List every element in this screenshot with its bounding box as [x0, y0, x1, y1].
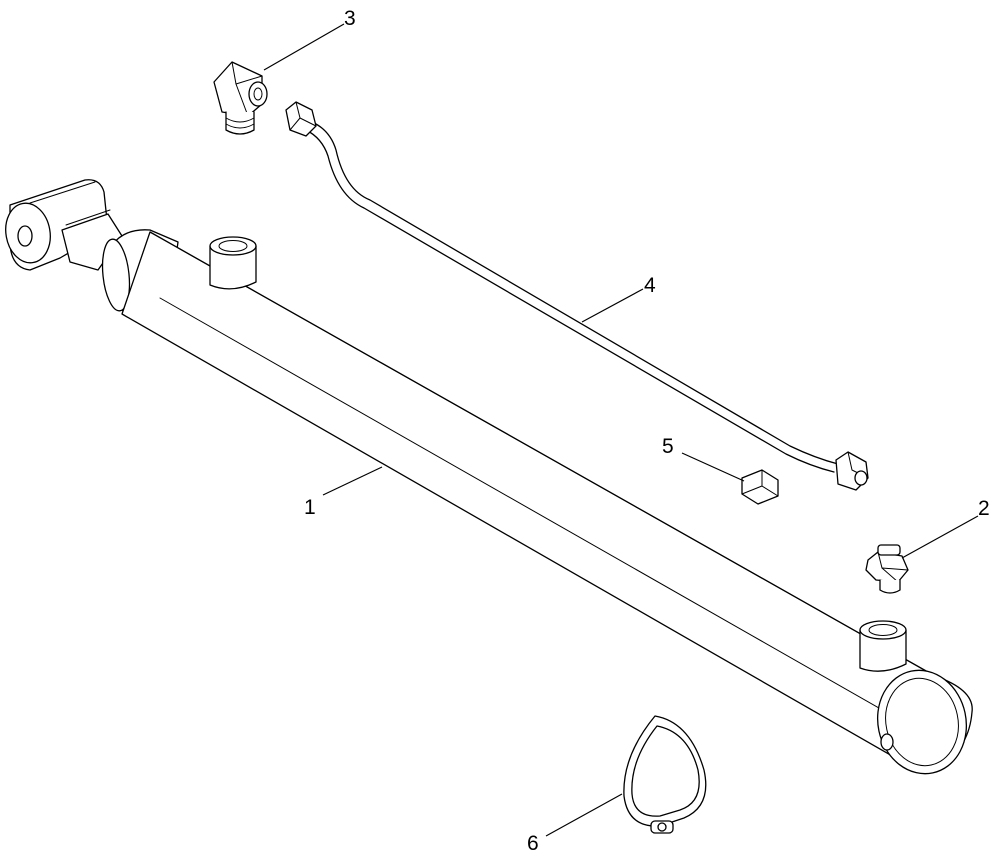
- elbow-fitting-part-3: [213, 61, 268, 135]
- callout-labels: 1 2 3 4 5 6: [304, 7, 990, 855]
- callout-4: 4: [644, 274, 656, 297]
- callout-2: 2: [978, 497, 990, 520]
- callout-1: 1: [304, 496, 316, 519]
- rod-end-port-boss: [209, 236, 257, 290]
- rod-end-eye: [5, 179, 109, 271]
- callout-3: 3: [344, 7, 356, 30]
- hydraulic-cylinder-part-1: [5, 179, 973, 775]
- base-end-port-boss: [859, 620, 907, 672]
- leader-line-2: [901, 515, 979, 559]
- cylinder-base-cap: [876, 669, 968, 775]
- leader-line-5: [681, 452, 745, 482]
- leader-lines: [263, 23, 979, 837]
- leader-line-6: [545, 793, 623, 837]
- leader-line-3: [263, 23, 345, 71]
- callout-6: 6: [527, 832, 539, 855]
- tube-clip-part-5: [741, 469, 779, 505]
- leader-line-4: [581, 288, 644, 323]
- straight-adapter-part-2: [865, 544, 909, 594]
- cylinder-barrel: [121, 231, 973, 773]
- hose-clamp-part-6: [623, 715, 707, 834]
- leader-line-1: [322, 466, 383, 496]
- steel-tube-part-4: [285, 101, 869, 491]
- callout-5: 5: [662, 435, 674, 458]
